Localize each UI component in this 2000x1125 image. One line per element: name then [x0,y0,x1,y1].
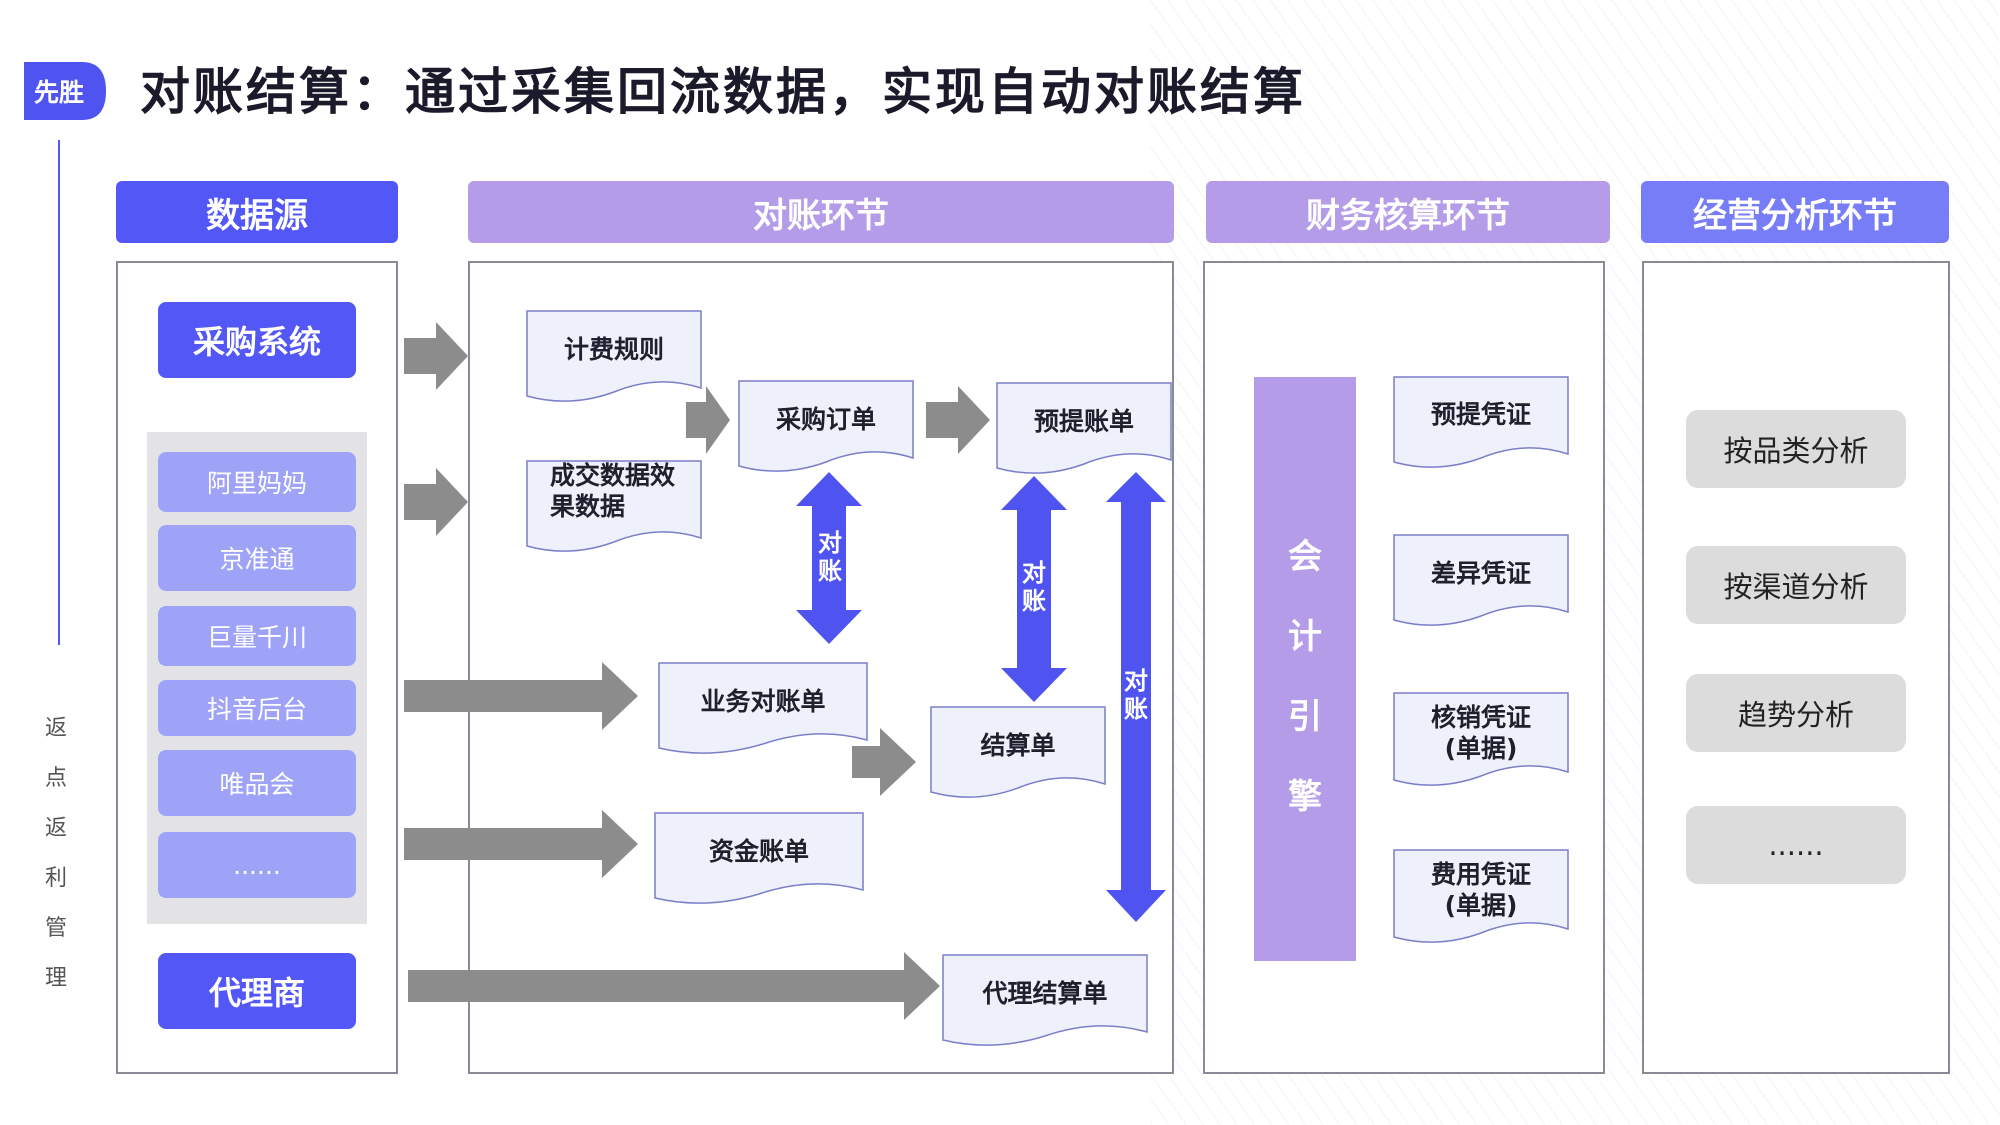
reconcile-char: 账 [818,556,842,585]
header-accounting: 财务核算环节 [1206,181,1610,243]
reconcile-label: 对账 [1121,667,1151,723]
purchase-system-button[interactable]: 采购系统 [158,302,356,378]
logo-text: 先胜 [33,78,84,107]
reconcile-char: 账 [1124,694,1148,723]
reconcile-label: 对账 [1019,559,1049,615]
reconcile-char: 对 [1022,559,1046,587]
platform-douyin-backend[interactable]: 抖音后台 [158,680,356,736]
engine-char: 引 [1288,697,1322,737]
side-char: 点 [44,766,67,791]
doc-label: 业务对账单 [700,687,826,717]
reconcile-char: 对 [1124,667,1148,695]
platform-more[interactable]: ...... [158,832,356,898]
analysis-by-category[interactable]: 按品类分析 [1686,410,1906,488]
side-divider [58,140,60,645]
voucher-label: (单据) [1444,734,1518,763]
voucher-label: 核销凭证 [1430,702,1531,732]
arrow-icon [404,322,468,390]
doc-billing-rules[interactable]: 计费规则 [526,310,702,406]
header-analysis: 经营分析环节 [1641,181,1949,243]
voucher-label: 费用凭证 [1430,859,1531,889]
page-title: 对账结算：通过采集回流数据，实现自动对账结算 [140,63,1306,121]
voucher-label: 预提凭证 [1430,400,1531,430]
reconcile-label: 对账 [815,529,845,585]
doc-purchase-order[interactable]: 采购订单 [738,380,914,476]
doc-label: 采购订单 [775,405,876,435]
voucher-accrual[interactable]: 预提凭证 [1393,376,1569,472]
accounting-engine: 会 计 引 擎 [1254,377,1356,961]
platform-vipshop[interactable]: 唯品会 [158,750,356,816]
platform-alimama[interactable]: 阿里妈妈 [158,452,356,512]
doc-deal-data[interactable]: 成交数据效果数据 [526,460,702,556]
doc-agent-settlement[interactable]: 代理结算单 [942,954,1148,1050]
voucher-difference[interactable]: 差异凭证 [1393,534,1569,630]
side-char: 返 [44,816,67,841]
doc-fund-statement[interactable]: 资金账单 [654,812,864,908]
voucher-writeoff[interactable]: 核销凭证(单据) [1393,692,1569,790]
engine-char: 擎 [1288,777,1322,817]
voucher-label: 差异凭证 [1430,559,1531,589]
doc-settlement[interactable]: 结算单 [930,706,1106,802]
engine-char: 会 [1288,537,1322,577]
side-char: 利 [44,866,67,891]
doc-label: 果数据 [550,492,626,522]
voucher-label: (单据) [1444,891,1518,920]
engine-char: 计 [1288,617,1322,657]
side-char: 返 [44,716,67,741]
doc-label: 资金账单 [708,837,809,867]
platform-jingzhuntong[interactable]: 京准通 [158,525,356,591]
agent-button[interactable]: 代理商 [158,953,356,1029]
doc-label: 结算单 [980,731,1056,761]
voucher-expense[interactable]: 费用凭证(单据) [1393,849,1569,947]
platform-juliang-qianchuan[interactable]: 巨量千川 [158,606,356,666]
analysis-more[interactable]: ...... [1686,806,1906,884]
reconcile-char: 账 [1022,586,1046,615]
doc-business-statement[interactable]: 业务对账单 [658,662,868,758]
doc-accrual-bill[interactable]: 预提账单 [996,382,1172,478]
doc-label: 成交数据效 [550,461,676,490]
logo-badge: 先胜 [24,62,106,120]
side-char: 理 [44,966,67,991]
panel-analysis [1642,261,1950,1074]
analysis-by-channel[interactable]: 按渠道分析 [1686,546,1906,624]
arrow-icon [404,468,468,536]
side-char: 管 [44,916,67,941]
doc-label: 预提账单 [1033,407,1134,437]
header-reconcile: 对账环节 [468,181,1174,243]
doc-label: 代理结算单 [982,979,1108,1009]
analysis-trend[interactable]: 趋势分析 [1686,674,1906,752]
reconcile-char: 对 [818,529,842,557]
header-source: 数据源 [116,181,398,243]
doc-label: 计费规则 [563,335,664,365]
